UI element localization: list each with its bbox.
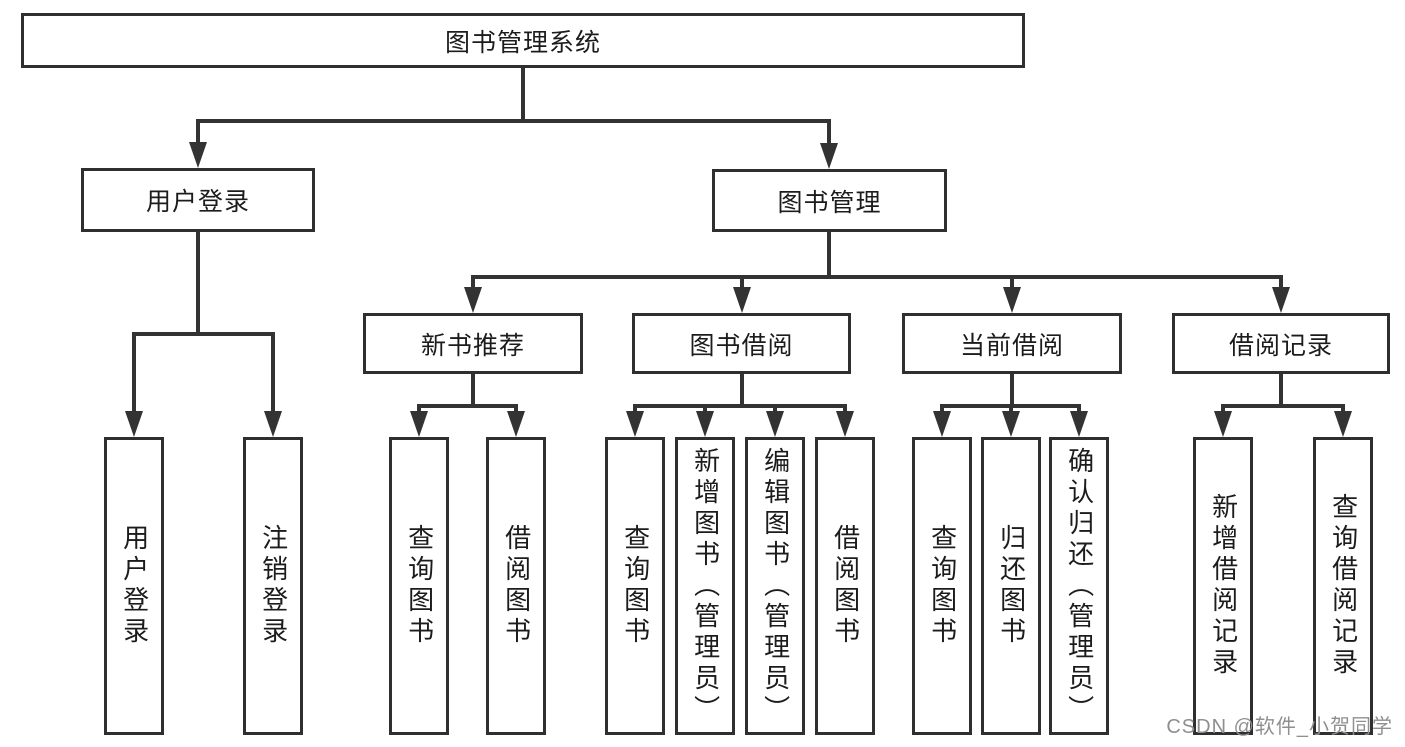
watermark: CSDN @软件_小贺同学 (1166, 716, 1393, 738)
connector-line (1341, 404, 1345, 414)
connector-line (196, 119, 200, 145)
node-label: 新书推荐 (420, 331, 525, 360)
leaf-label: 编辑图书（管理员） (760, 446, 791, 726)
leaf-query-borrow-record: 查询借阅记录 (1313, 437, 1373, 735)
arrowhead-icon (125, 411, 143, 437)
node-label: 图书管理 (777, 188, 882, 217)
leaf-return-books: 归还图书 (981, 437, 1041, 735)
node-label: 图书借阅 (689, 331, 794, 360)
connector-book-mgmt-stem (827, 232, 831, 279)
leaf-label: 查询图书 (404, 524, 435, 648)
arrowhead-icon (1003, 287, 1021, 313)
leaf-query-books-borrowing: 查询图书 (605, 437, 665, 735)
leaf-label: 查询借阅记录 (1328, 493, 1359, 679)
connector-line (1221, 404, 1225, 414)
arrowhead-icon (766, 411, 784, 437)
connector-line (740, 275, 744, 289)
connector-line (633, 404, 637, 414)
connector-root-stem (521, 68, 525, 121)
connector-line (132, 332, 136, 414)
connector-line (471, 275, 475, 289)
arrowhead-icon (696, 411, 714, 437)
connector-section-stem (1279, 374, 1283, 408)
leaf-label: 新增借阅记录 (1208, 493, 1239, 679)
connector-line (940, 404, 944, 414)
leaf-label: 借阅图书 (830, 524, 861, 648)
leaf-query-books-recommend: 查询图书 (389, 437, 449, 735)
arrowhead-icon (507, 411, 525, 437)
node-borrowing-records: 借阅记录 (1172, 313, 1390, 374)
connector-root-branch (196, 119, 831, 123)
leaf-label: 归还图书 (996, 524, 1027, 648)
connector-line (1010, 275, 1014, 289)
leaf-user-login: 用户登录 (104, 437, 164, 735)
arrowhead-icon (626, 411, 644, 437)
arrowhead-icon (1272, 287, 1290, 313)
arrowhead-icon (1070, 411, 1088, 437)
connector-section-branch (1221, 404, 1345, 408)
leaf-label: 确认归还（管理员） (1064, 446, 1095, 726)
leaf-label: 用户登录 (119, 524, 150, 648)
leaf-label: 借阅图书 (501, 524, 532, 648)
connector-section-stem (471, 374, 475, 408)
leaf-label: 新增图书（管理员） (690, 446, 721, 726)
connector-section-stem (1010, 374, 1014, 408)
leaf-label: 查询图书 (927, 524, 958, 648)
connector-book-mgmt-branch (471, 275, 1283, 279)
connector-line (271, 332, 275, 414)
leaf-label: 注销登录 (258, 524, 289, 648)
arrowhead-icon (1002, 411, 1020, 437)
node-book-borrowing: 图书借阅 (632, 313, 851, 374)
connector-section-stem (740, 374, 744, 408)
connector-line (827, 119, 831, 146)
leaf-borrow-books-recommend: 借阅图书 (486, 437, 546, 735)
node-label: 用户登录 (145, 188, 250, 216)
leaf-edit-books-admin: 编辑图书（管理员） (745, 437, 805, 735)
node-current-borrowing: 当前借阅 (902, 313, 1122, 374)
connector-line (1009, 404, 1013, 414)
node-new-book-recommendation: 新书推荐 (363, 313, 583, 374)
arrowhead-icon (933, 411, 951, 437)
leaf-label: 查询图书 (620, 524, 651, 648)
arrowhead-icon (189, 142, 207, 168)
node-label: 当前借阅 (959, 331, 1064, 360)
node-label: 图书管理系统 (444, 28, 601, 57)
leaf-add-books-admin: 新增图书（管理员） (675, 437, 735, 735)
connector-line (1279, 275, 1283, 289)
arrowhead-icon (464, 287, 482, 313)
leaf-logout: 注销登录 (243, 437, 303, 735)
connector-user-login-branch (132, 332, 275, 336)
connector-line (843, 404, 847, 414)
leaf-add-borrow-record: 新增借阅记录 (1193, 437, 1253, 735)
connector-section-branch (417, 404, 518, 408)
connector-line (703, 404, 707, 414)
arrowhead-icon (410, 411, 428, 437)
leaf-borrow-books: 借阅图书 (815, 437, 875, 735)
node-user-login: 用户登录 (81, 168, 315, 232)
connector-line (1077, 404, 1081, 414)
arrowhead-icon (836, 411, 854, 437)
node-book-management: 图书管理 (712, 169, 947, 232)
connector-line (514, 404, 518, 414)
node-library-management-system: 图书管理系统 (21, 13, 1025, 68)
connector-user-login-stem (196, 232, 200, 336)
leaf-query-books-current: 查询图书 (912, 437, 972, 735)
leaf-confirm-return-admin: 确认归还（管理员） (1049, 437, 1109, 735)
connector-line (773, 404, 777, 414)
arrowhead-icon (264, 411, 282, 437)
node-label: 借阅记录 (1228, 331, 1333, 360)
connector-line (417, 404, 421, 414)
arrowhead-icon (733, 287, 751, 313)
arrowhead-icon (1214, 411, 1232, 437)
arrowhead-icon (1334, 411, 1352, 437)
arrowhead-icon (820, 143, 838, 169)
connector-section-branch (633, 404, 847, 408)
